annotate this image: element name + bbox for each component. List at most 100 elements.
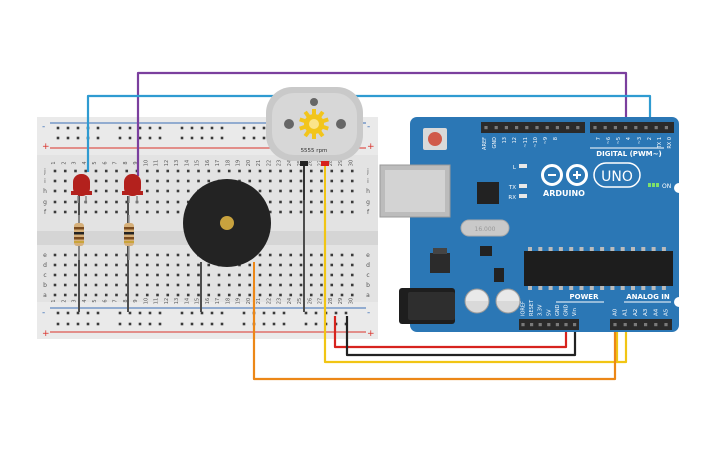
breadboard-hole[interactable] [176,273,180,277]
breadboard-hole[interactable] [156,283,159,287]
header-pin[interactable] [613,323,617,327]
header-pin[interactable] [555,126,559,130]
rail-hole[interactable] [262,311,266,315]
breadboard-hole[interactable] [63,169,67,173]
digital-header-left[interactable] [481,122,585,133]
breadboard-hole[interactable] [94,179,98,183]
rail-hole[interactable] [252,126,256,130]
breadboard-hole[interactable] [299,263,303,267]
rail-hole[interactable] [314,322,318,326]
rail-hole[interactable] [148,136,152,140]
breadboard-hole[interactable] [227,293,231,297]
rail-hole[interactable] [96,322,100,326]
header-pin[interactable] [613,126,617,130]
rail-hole[interactable] [118,136,122,140]
breadboard-hole[interactable] [340,189,344,193]
led-2[interactable] [122,174,143,203]
header-pin[interactable] [624,126,628,130]
breadboard-hole[interactable] [197,179,200,183]
breadboard-hole[interactable] [145,189,149,193]
piezo-buzzer[interactable] [183,179,271,287]
breadboard-hole[interactable] [268,169,272,173]
breadboard-hole[interactable] [125,200,129,204]
digital-header-right[interactable] [590,122,674,133]
breadboard-hole[interactable] [309,169,313,173]
breadboard-hole[interactable] [156,263,159,267]
breadboard-hole[interactable] [84,263,88,267]
breadboard-hole[interactable] [330,293,334,297]
breadboard-hole[interactable] [320,200,323,204]
breadboard-hole[interactable] [63,253,67,257]
breadboard-hole[interactable] [350,189,354,193]
rail-hole[interactable] [128,311,132,315]
rail-hole[interactable] [242,126,246,130]
breadboard-hole[interactable] [186,253,190,257]
breadboard-hole[interactable] [207,263,211,267]
breadboard-hole[interactable] [104,210,108,214]
breadboard-hole[interactable] [186,263,190,267]
breadboard-hole[interactable] [279,273,282,277]
rail-hole[interactable] [190,126,194,130]
breadboard-hole[interactable] [186,179,190,183]
breadboard-hole[interactable] [186,200,190,204]
breadboard-hole[interactable] [74,293,77,297]
rail-hole[interactable] [262,322,266,326]
rail-hole[interactable] [158,126,162,130]
rail-hole[interactable] [118,126,122,130]
breadboard-hole[interactable] [227,169,231,173]
breadboard-hole[interactable] [74,273,77,277]
breadboard-hole[interactable] [320,179,323,183]
breadboard-hole[interactable] [63,293,67,297]
breadboard-hole[interactable] [176,200,180,204]
rail-hole[interactable] [56,126,60,130]
breadboard-hole[interactable] [279,200,282,204]
breadboard-hole[interactable] [176,253,180,257]
breadboard-hole[interactable] [84,273,88,277]
breadboard-hole[interactable] [156,253,159,257]
breadboard-hole[interactable] [350,200,354,204]
rail-hole[interactable] [200,126,204,130]
rail-hole[interactable] [138,311,142,315]
breadboard-hole[interactable] [309,253,313,257]
breadboard-hole[interactable] [94,263,98,267]
rail-hole[interactable] [96,126,100,130]
breadboard-hole[interactable] [156,179,159,183]
breadboard-hole[interactable] [268,210,272,214]
breadboard-hole[interactable] [320,169,323,173]
breadboard-hole[interactable] [320,210,323,214]
led-1[interactable] [71,174,92,203]
breadboard-hole[interactable] [125,169,129,173]
breadboard-hole[interactable] [268,189,272,193]
header-pin[interactable] [644,126,648,130]
header-pin[interactable] [593,126,597,130]
rail-hole[interactable] [220,136,224,140]
breadboard-hole[interactable] [115,293,118,297]
rail-hole[interactable] [56,136,60,140]
breadboard-hole[interactable] [53,189,57,193]
breadboard-hole[interactable] [320,263,323,267]
rail-hole[interactable] [118,322,122,326]
dc-motor[interactable]: 5555 rpm [266,87,363,205]
breadboard-hole[interactable] [115,263,118,267]
breadboard-hole[interactable] [217,169,221,173]
breadboard-hole[interactable] [125,293,129,297]
rail-hole[interactable] [180,311,184,315]
breadboard-hole[interactable] [258,169,262,173]
breadboard-hole[interactable] [340,273,344,277]
breadboard-hole[interactable] [279,189,282,193]
breadboard-hole[interactable] [125,253,129,257]
breadboard-hole[interactable] [145,273,149,277]
wire-red[interactable] [333,316,568,349]
breadboard-hole[interactable] [53,179,57,183]
breadboard-hole[interactable] [186,189,190,193]
breadboard-hole[interactable] [289,189,293,193]
rail-hole[interactable] [138,126,142,130]
breadboard-hole[interactable] [309,200,313,204]
breadboard-hole[interactable] [258,293,262,297]
breadboard-hole[interactable] [74,210,77,214]
breadboard-hole[interactable] [258,189,262,193]
breadboard-hole[interactable] [94,210,98,214]
breadboard-hole[interactable] [145,283,149,287]
